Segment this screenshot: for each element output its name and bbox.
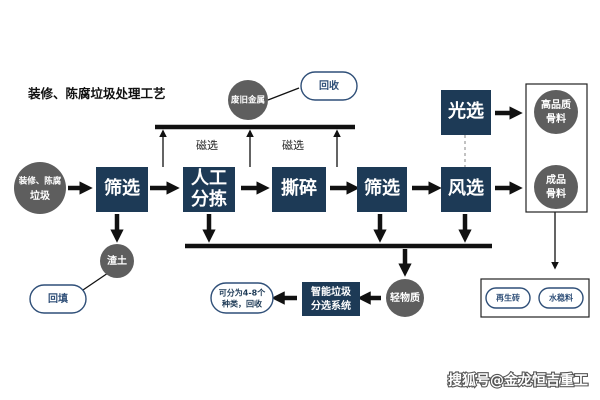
node-old-metal: 废旧金属 (228, 80, 268, 120)
node-shred: 撕碎 (272, 167, 326, 212)
recycled-brick-pill (485, 287, 531, 309)
light-material-circle (386, 279, 424, 317)
product-aggregate-line2: 骨料 (546, 187, 566, 200)
watermark-text: 搜狐号@金龙恒吉重工 (448, 372, 588, 389)
manual-sort-box (183, 167, 235, 212)
old-metal-label: 废旧金属 (231, 95, 265, 106)
product-aggregate-circle (534, 165, 578, 209)
node-wind: 风选 (441, 167, 491, 212)
input-circle (14, 162, 66, 214)
smart-sorting-line2: 分选系统 (311, 299, 351, 312)
residue-label: 渣土 (107, 254, 127, 267)
node-screen-2: 筛选 (357, 167, 407, 212)
optical-label: 光选 (447, 100, 484, 122)
connector-residue-backfill (79, 272, 109, 293)
screen-1-box (96, 167, 148, 212)
stabilized-material-label: 水稳料 (548, 293, 573, 303)
backfill-label: 回填 (48, 292, 68, 305)
recycle-label: 回收 (319, 79, 339, 92)
magnet-label-1: 磁选 (196, 139, 218, 152)
node-screen-1: 筛选 (96, 167, 148, 212)
node-recycled-brick: 再生砖 (485, 287, 531, 309)
node-backfill: 回填 (29, 284, 87, 314)
input-label-line2: 垃圾 (30, 189, 51, 202)
screen-2-label: 筛选 (364, 177, 400, 199)
connector-metal-recycle (267, 87, 300, 101)
wind-box (441, 167, 491, 212)
recycled-brick-label: 再生砖 (496, 293, 520, 303)
residue-circle (100, 244, 134, 278)
node-note: 可分为4-8个 种类，回收 (210, 282, 274, 314)
node-recycle: 回收 (300, 71, 358, 101)
screen-2-box (357, 167, 407, 212)
input-label-line1: 装修、陈腐 (18, 176, 62, 187)
diagram-title: 装修、陈腐垃圾处理工艺 (27, 86, 166, 101)
magnet-label-2: 磁选 (282, 139, 304, 152)
node-light-material: 轻物质 (386, 279, 424, 317)
optical-box (441, 90, 491, 135)
note-line2: 种类，回收 (221, 299, 262, 309)
light-material-label: 轻物质 (390, 291, 420, 304)
backfill-pill (29, 284, 87, 314)
old-metal-circle (228, 80, 268, 120)
manual-sort-line2: 分拣 (191, 188, 227, 210)
note-pill (210, 282, 274, 314)
node-optical: 光选 (441, 90, 491, 135)
node-smart-sorting: 智能垃圾 分选系统 (302, 282, 360, 316)
node-hq-aggregate: 高品质 骨料 (534, 90, 578, 134)
product-aggregate-line1: 成品 (546, 173, 566, 186)
wind-label: 风选 (448, 178, 484, 199)
shred-label: 撕碎 (281, 177, 317, 199)
node-input: 装修、陈腐 垃圾 (14, 162, 66, 214)
manual-sort-line1: 人工 (191, 168, 227, 189)
note-line1: 可分为4-8个 (219, 288, 266, 298)
recycle-pill (300, 71, 358, 101)
hq-aggregate-circle (534, 90, 578, 134)
smart-sorting-box (302, 282, 360, 316)
screen-1-label: 筛选 (104, 177, 140, 199)
node-stabilized-material: 水稳料 (538, 287, 584, 309)
node-manual-sort: 人工 分拣 (183, 167, 235, 212)
shred-box (272, 167, 326, 212)
smart-sorting-line1: 智能垃圾 (311, 285, 352, 298)
hq-aggregate-line2: 骨料 (546, 112, 566, 125)
node-residue: 渣土 (100, 244, 134, 278)
node-product-aggregate: 成品 骨料 (534, 165, 578, 209)
stabilized-material-pill (538, 287, 584, 309)
hq-aggregate-line1: 高品质 (541, 98, 571, 111)
